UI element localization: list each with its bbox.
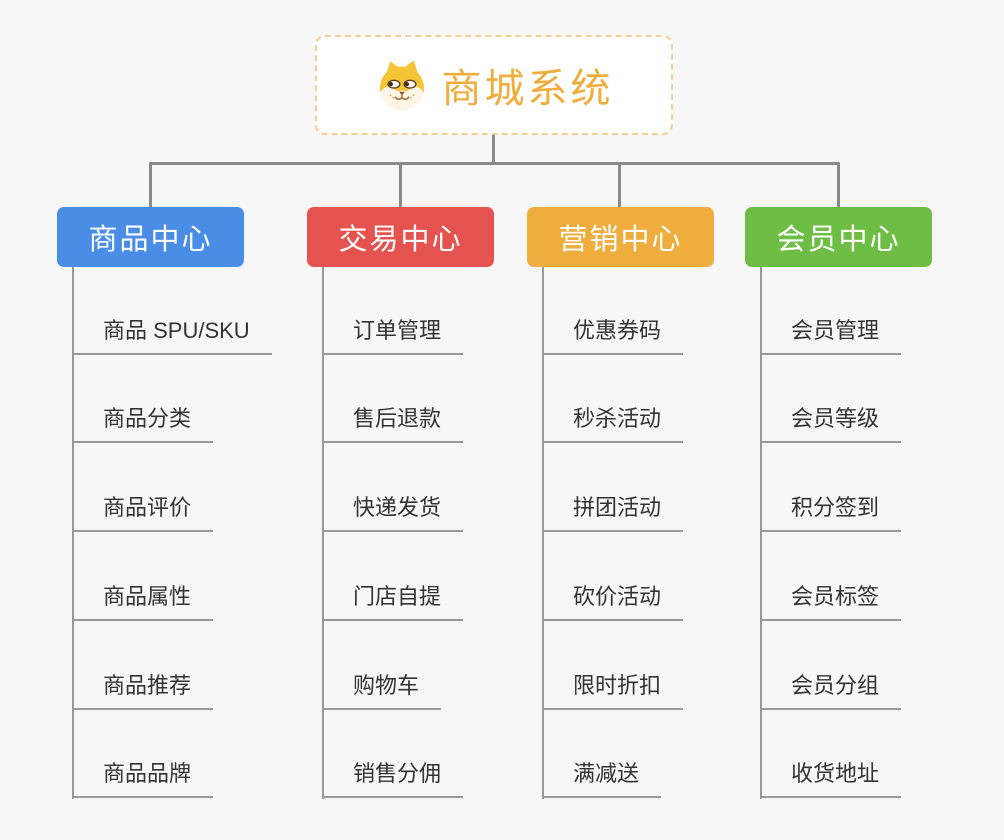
branch-connector-drop bbox=[618, 164, 621, 208]
leaf-node[interactable]: 会员等级 bbox=[760, 402, 902, 443]
branch-connector-drop bbox=[399, 164, 402, 208]
leaf-node[interactable]: 门店自提 bbox=[322, 580, 464, 621]
leaf-node[interactable]: 限时折扣 bbox=[542, 669, 684, 710]
branch-node-label: 营销中心 bbox=[558, 224, 683, 256]
root-node-label: 商城系统 bbox=[441, 67, 614, 111]
branch-node-member-center[interactable]: 会员中心 bbox=[745, 207, 932, 267]
leaf-node[interactable]: 拼团活动 bbox=[542, 491, 684, 532]
branch-connector-drop bbox=[837, 164, 840, 208]
column-spine-line bbox=[72, 267, 74, 799]
branch-node-marketing-center[interactable]: 营销中心 bbox=[527, 207, 714, 267]
column-spine-line bbox=[542, 267, 544, 799]
leaf-node[interactable]: 砍价活动 bbox=[542, 580, 684, 621]
leaf-node[interactable]: 积分签到 bbox=[760, 491, 902, 532]
branch-node-label: 会员中心 bbox=[776, 224, 901, 256]
leaf-node[interactable]: 商品属性 bbox=[72, 580, 214, 621]
branch-connector-bar bbox=[149, 162, 840, 165]
branch-node-label: 商品中心 bbox=[88, 224, 213, 256]
column-spine-line bbox=[322, 267, 324, 799]
root-connector-stub bbox=[492, 133, 495, 164]
branch-node-trade-center[interactable]: 交易中心 bbox=[307, 207, 494, 267]
leaf-node[interactable]: 销售分佣 bbox=[322, 757, 464, 798]
column-spine-line bbox=[760, 267, 762, 799]
leaf-node[interactable]: 商品品牌 bbox=[72, 757, 214, 798]
branch-node-label: 交易中心 bbox=[338, 224, 463, 256]
leaf-node[interactable]: 商品推荐 bbox=[72, 669, 214, 710]
leaf-node[interactable]: 满减送 bbox=[542, 757, 662, 798]
leaf-node[interactable]: 售后退款 bbox=[322, 402, 464, 443]
leaf-node[interactable]: 商品 SPU/SKU bbox=[72, 314, 272, 355]
leaf-node[interactable]: 商品评价 bbox=[72, 491, 214, 532]
shiba-dog-icon bbox=[375, 58, 429, 112]
leaf-node[interactable]: 会员管理 bbox=[760, 314, 902, 355]
root-node[interactable]: 商城系统 bbox=[315, 35, 673, 135]
branch-node-product-center[interactable]: 商品中心 bbox=[57, 207, 244, 267]
leaf-node[interactable]: 会员标签 bbox=[760, 580, 902, 621]
leaf-node[interactable]: 商品分类 bbox=[72, 402, 214, 443]
leaf-node[interactable]: 优惠券码 bbox=[542, 314, 684, 355]
leaf-node[interactable]: 订单管理 bbox=[322, 314, 464, 355]
leaf-node[interactable]: 收货地址 bbox=[760, 757, 902, 798]
leaf-node[interactable]: 购物车 bbox=[322, 669, 442, 710]
leaf-node[interactable]: 秒杀活动 bbox=[542, 402, 684, 443]
leaf-node[interactable]: 会员分组 bbox=[760, 669, 902, 710]
leaf-node[interactable]: 快递发货 bbox=[322, 491, 464, 532]
branch-connector-drop bbox=[149, 164, 152, 208]
